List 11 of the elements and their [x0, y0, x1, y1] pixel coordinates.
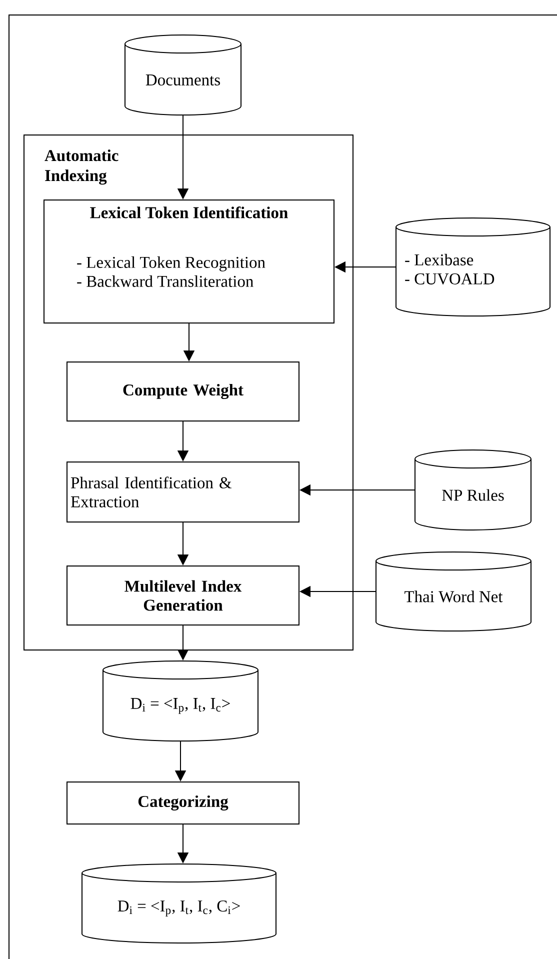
database-cylinder: Documents: [124, 34, 242, 116]
process-box: Multilevel Index Generation: [66, 566, 300, 626]
process-box: Phrasal Identification & Extraction: [66, 462, 300, 522]
database-cylinder: - Lexibase - CUVOALD: [396, 218, 550, 316]
database-cylinder: Thai Word Net: [376, 552, 532, 632]
database-cylinder: NP Rules: [414, 450, 532, 530]
database-cylinder: D$_{i}$ = <I$_{p}$, I$_{t}$, I$_{c}$>: [102, 660, 258, 742]
process-box: Compute Weight: [66, 362, 300, 422]
process-box: Lexical Token Identification - Lexical Token Recognition - Backward Transliteration: [44, 200, 334, 324]
process-box: Categorizing: [66, 782, 300, 824]
database-cylinder: D$_{i}$ = <I$_{p}$, I$_{t}$, I$_{c}$, C$_{i}$>: [82, 864, 276, 944]
